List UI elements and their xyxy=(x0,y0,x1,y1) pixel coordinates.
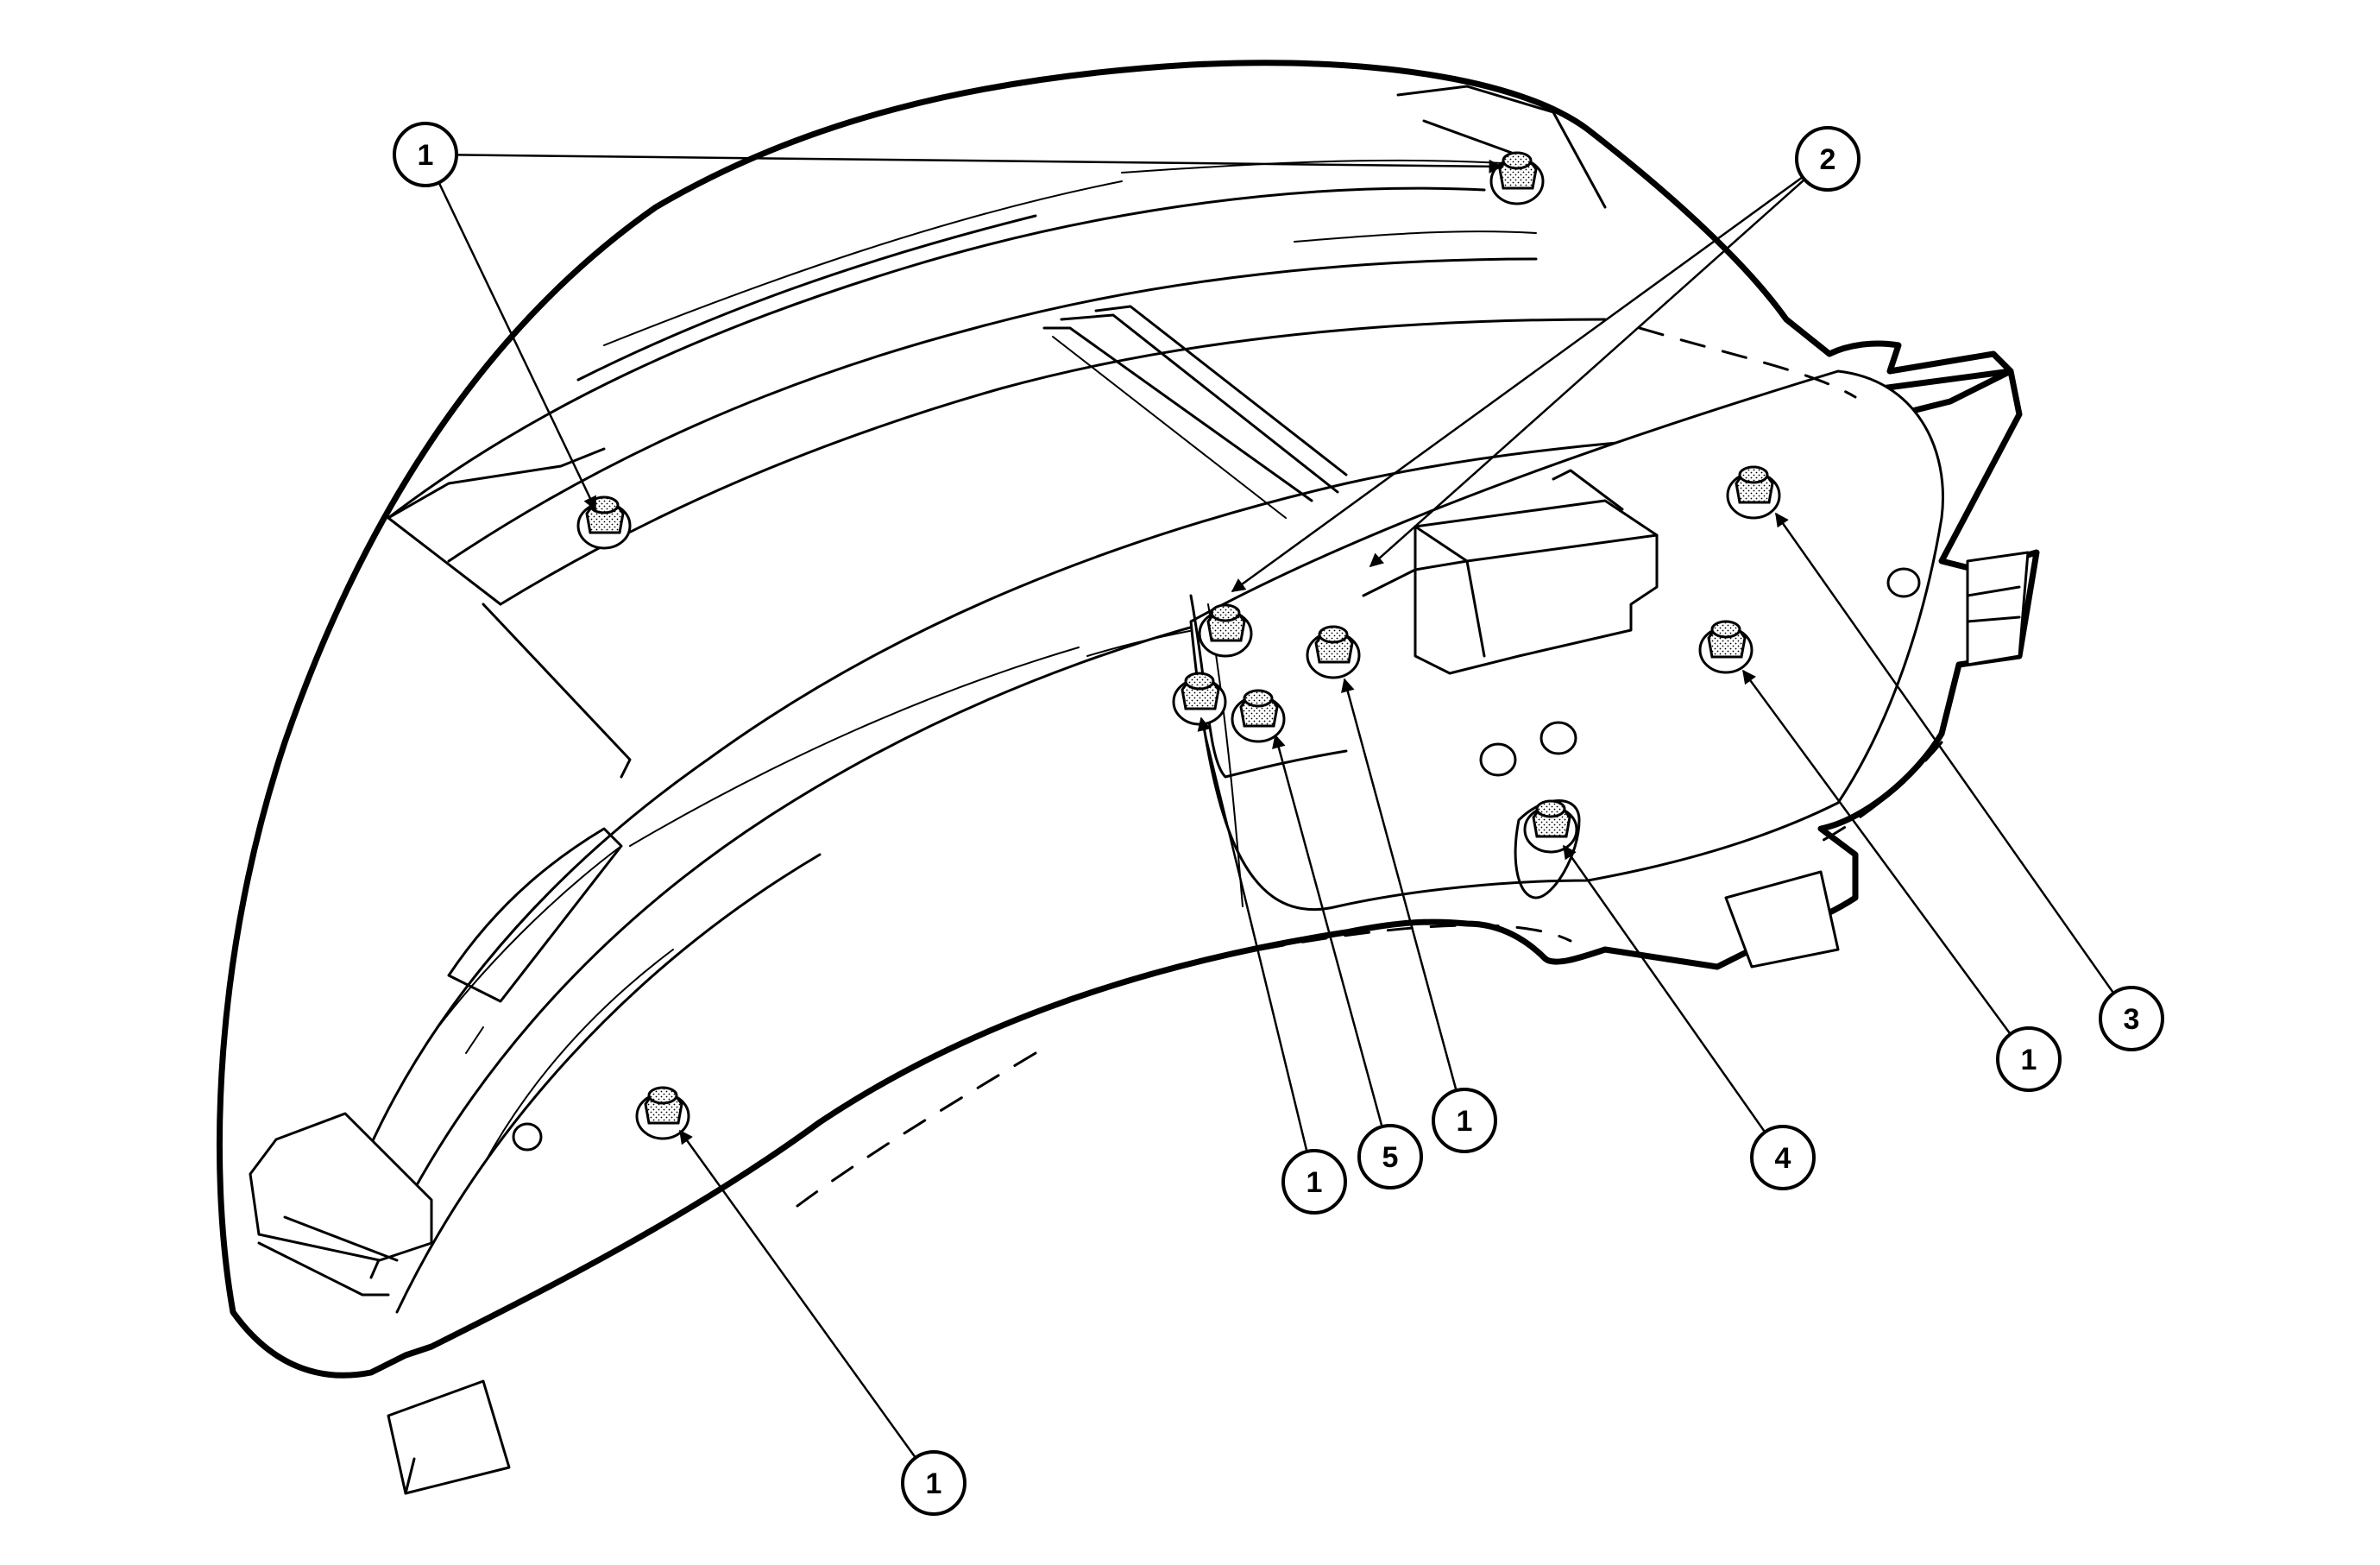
bolt-top xyxy=(1318,625,1349,644)
callout-number: 1 xyxy=(418,139,434,172)
callout-circle xyxy=(1357,1124,1423,1190)
callouts: 1 2 3 1 4 1 5 1 1 xyxy=(393,122,2164,1516)
callout-circle xyxy=(1996,1026,2062,1092)
callout-circle xyxy=(1750,1125,1816,1190)
bolt-top xyxy=(647,1086,678,1105)
foot-right xyxy=(1724,870,1840,969)
bolt-top xyxy=(1535,799,1566,818)
mounting-hole xyxy=(1479,742,1517,777)
callout-circle xyxy=(1281,1149,1347,1215)
leader-arrow xyxy=(456,154,1503,174)
callout-1: 1 xyxy=(393,122,458,187)
callout-8: 1 xyxy=(1281,1149,1347,1215)
callout-5: 4 xyxy=(1750,1125,1816,1190)
hidden-edge xyxy=(792,326,1943,1210)
callout-circle xyxy=(1795,126,1861,192)
bezel-face xyxy=(343,430,1771,1314)
callout-number: 1 xyxy=(1457,1105,1473,1138)
callout-number: 4 xyxy=(1775,1142,1791,1175)
bolt-icon xyxy=(1726,465,1781,520)
callout-6: 1 xyxy=(1432,1088,1497,1153)
leader-arrow xyxy=(1272,734,1383,1127)
slot xyxy=(1514,799,1581,899)
callout-circle xyxy=(901,1450,966,1516)
bolt-top xyxy=(1738,465,1769,484)
callout-2: 2 xyxy=(1795,126,1861,192)
center-rib xyxy=(1042,305,1348,519)
mounting-hole xyxy=(512,1122,543,1152)
bolt-icon xyxy=(1231,689,1286,743)
leader-arrow xyxy=(1562,844,1766,1133)
callout-9: 1 xyxy=(901,1450,966,1516)
leader-arrow xyxy=(1231,176,1804,593)
bolt-top xyxy=(1502,151,1533,170)
leader-arrow xyxy=(1197,716,1308,1152)
callout-3: 3 xyxy=(2099,986,2164,1051)
feet xyxy=(249,870,1840,1495)
lens-frame xyxy=(387,85,1607,779)
leader-arrow xyxy=(1369,179,1805,568)
leader-arrow xyxy=(1741,669,2012,1035)
bolt-icon xyxy=(1489,151,1545,205)
leader-arrow xyxy=(1774,512,2115,994)
bolt-icon xyxy=(1698,620,1754,674)
callout-number: 5 xyxy=(1382,1141,1399,1174)
bolt-icon xyxy=(1306,625,1361,679)
callout-circle xyxy=(393,122,458,187)
callout-number: 2 xyxy=(1820,143,1836,176)
callout-circle xyxy=(2099,986,2164,1051)
callout-circle xyxy=(1432,1088,1497,1153)
callout-number: 1 xyxy=(2021,1044,2037,1076)
leader-arrow xyxy=(438,181,597,511)
housing-outline xyxy=(216,60,2040,1379)
mounting-hole xyxy=(1539,721,1577,755)
bolt-icon xyxy=(1523,799,1578,854)
bolt-icon xyxy=(1198,603,1253,658)
callout-number: 1 xyxy=(1306,1166,1323,1199)
leader-arrow xyxy=(678,1129,916,1459)
foot-left xyxy=(387,1379,511,1495)
side-tab-left xyxy=(249,1112,433,1262)
callout-7: 5 xyxy=(1357,1124,1423,1190)
side-clip xyxy=(1966,551,2030,666)
leader-lines xyxy=(438,154,2115,1459)
callout-number: 1 xyxy=(926,1467,942,1500)
bolt-icon xyxy=(635,1086,690,1140)
bolt-top xyxy=(1184,672,1215,691)
callout-number: 3 xyxy=(2124,1003,2140,1036)
bolt-top xyxy=(1710,620,1741,639)
cluster-housing xyxy=(216,60,2040,1379)
fasteners xyxy=(576,151,1781,1140)
bolt-icon xyxy=(1172,672,1227,726)
leader-arrow xyxy=(1341,678,1458,1091)
bolt-top xyxy=(1210,603,1241,622)
bolt-top xyxy=(1243,689,1274,708)
callout-4: 1 xyxy=(1996,1026,2062,1092)
mounting-hole xyxy=(1886,567,1921,598)
